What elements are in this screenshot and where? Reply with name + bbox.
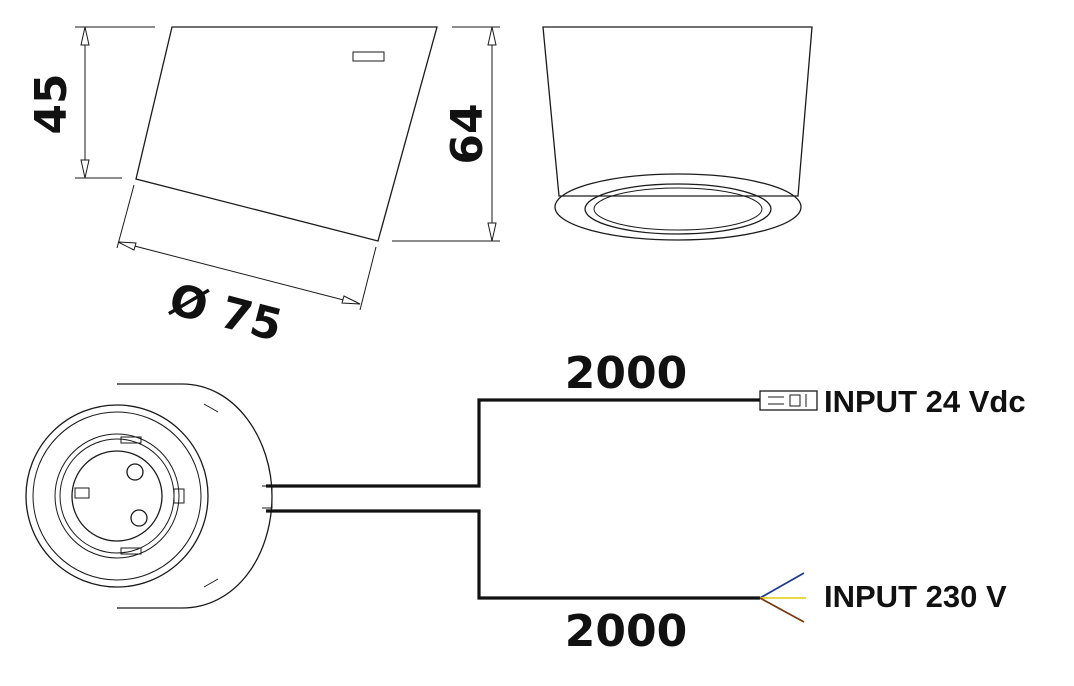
top-cable-length-label: 2000 <box>565 348 687 399</box>
height-45-label: 45 <box>26 73 77 134</box>
height-64-dimension <box>392 26 500 242</box>
side-view-switch-slot <box>352 51 385 62</box>
socket-notch-bottom <box>203 578 219 588</box>
socket-housing-outline <box>117 383 273 609</box>
mains-flying-leads <box>759 572 806 623</box>
socket-earth-clip-left <box>74 487 90 499</box>
cable-gland <box>262 485 273 509</box>
wire-blue <box>759 572 805 599</box>
cables <box>266 398 760 600</box>
bottom-cable <box>266 509 760 600</box>
socket-inner-face <box>71 450 163 542</box>
height-45-dimension <box>75 26 155 179</box>
top-cable <box>266 398 760 488</box>
front-view-lens-outer <box>584 183 772 235</box>
socket-ring-3 <box>54 433 180 559</box>
socket-ring-2 <box>32 411 202 581</box>
socket-notch-top <box>203 403 219 413</box>
wire-brown <box>759 597 805 623</box>
low-voltage-connector <box>759 390 818 411</box>
height-64-label: 64 <box>442 103 493 164</box>
socket-earth-clip-right <box>173 488 185 504</box>
socket-tab-bottom <box>120 547 142 555</box>
input-230v-label: INPUT 230 V <box>824 579 1007 614</box>
front-view-body <box>542 26 813 197</box>
diameter-75-dimension <box>116 184 377 311</box>
side-view-body <box>135 26 438 242</box>
socket-outer-ring <box>25 404 209 588</box>
diameter-75-label: Ø 75 <box>164 274 287 352</box>
bottom-cable-length-label: 2000 <box>565 606 687 657</box>
socket-top-view <box>25 383 273 609</box>
socket-ring-4 <box>59 438 175 554</box>
input-24vdc-label: INPUT 24 Vdc <box>824 384 1026 419</box>
side-view: 45 64 Ø 75 <box>26 26 500 352</box>
socket-pin-hole-bottom <box>130 509 148 527</box>
front-view <box>542 26 813 241</box>
front-view-bottom-rim <box>554 173 802 241</box>
front-view-lens-inner <box>593 187 763 231</box>
socket-pin-hole-top <box>126 463 144 481</box>
socket-tab-top <box>120 436 142 444</box>
